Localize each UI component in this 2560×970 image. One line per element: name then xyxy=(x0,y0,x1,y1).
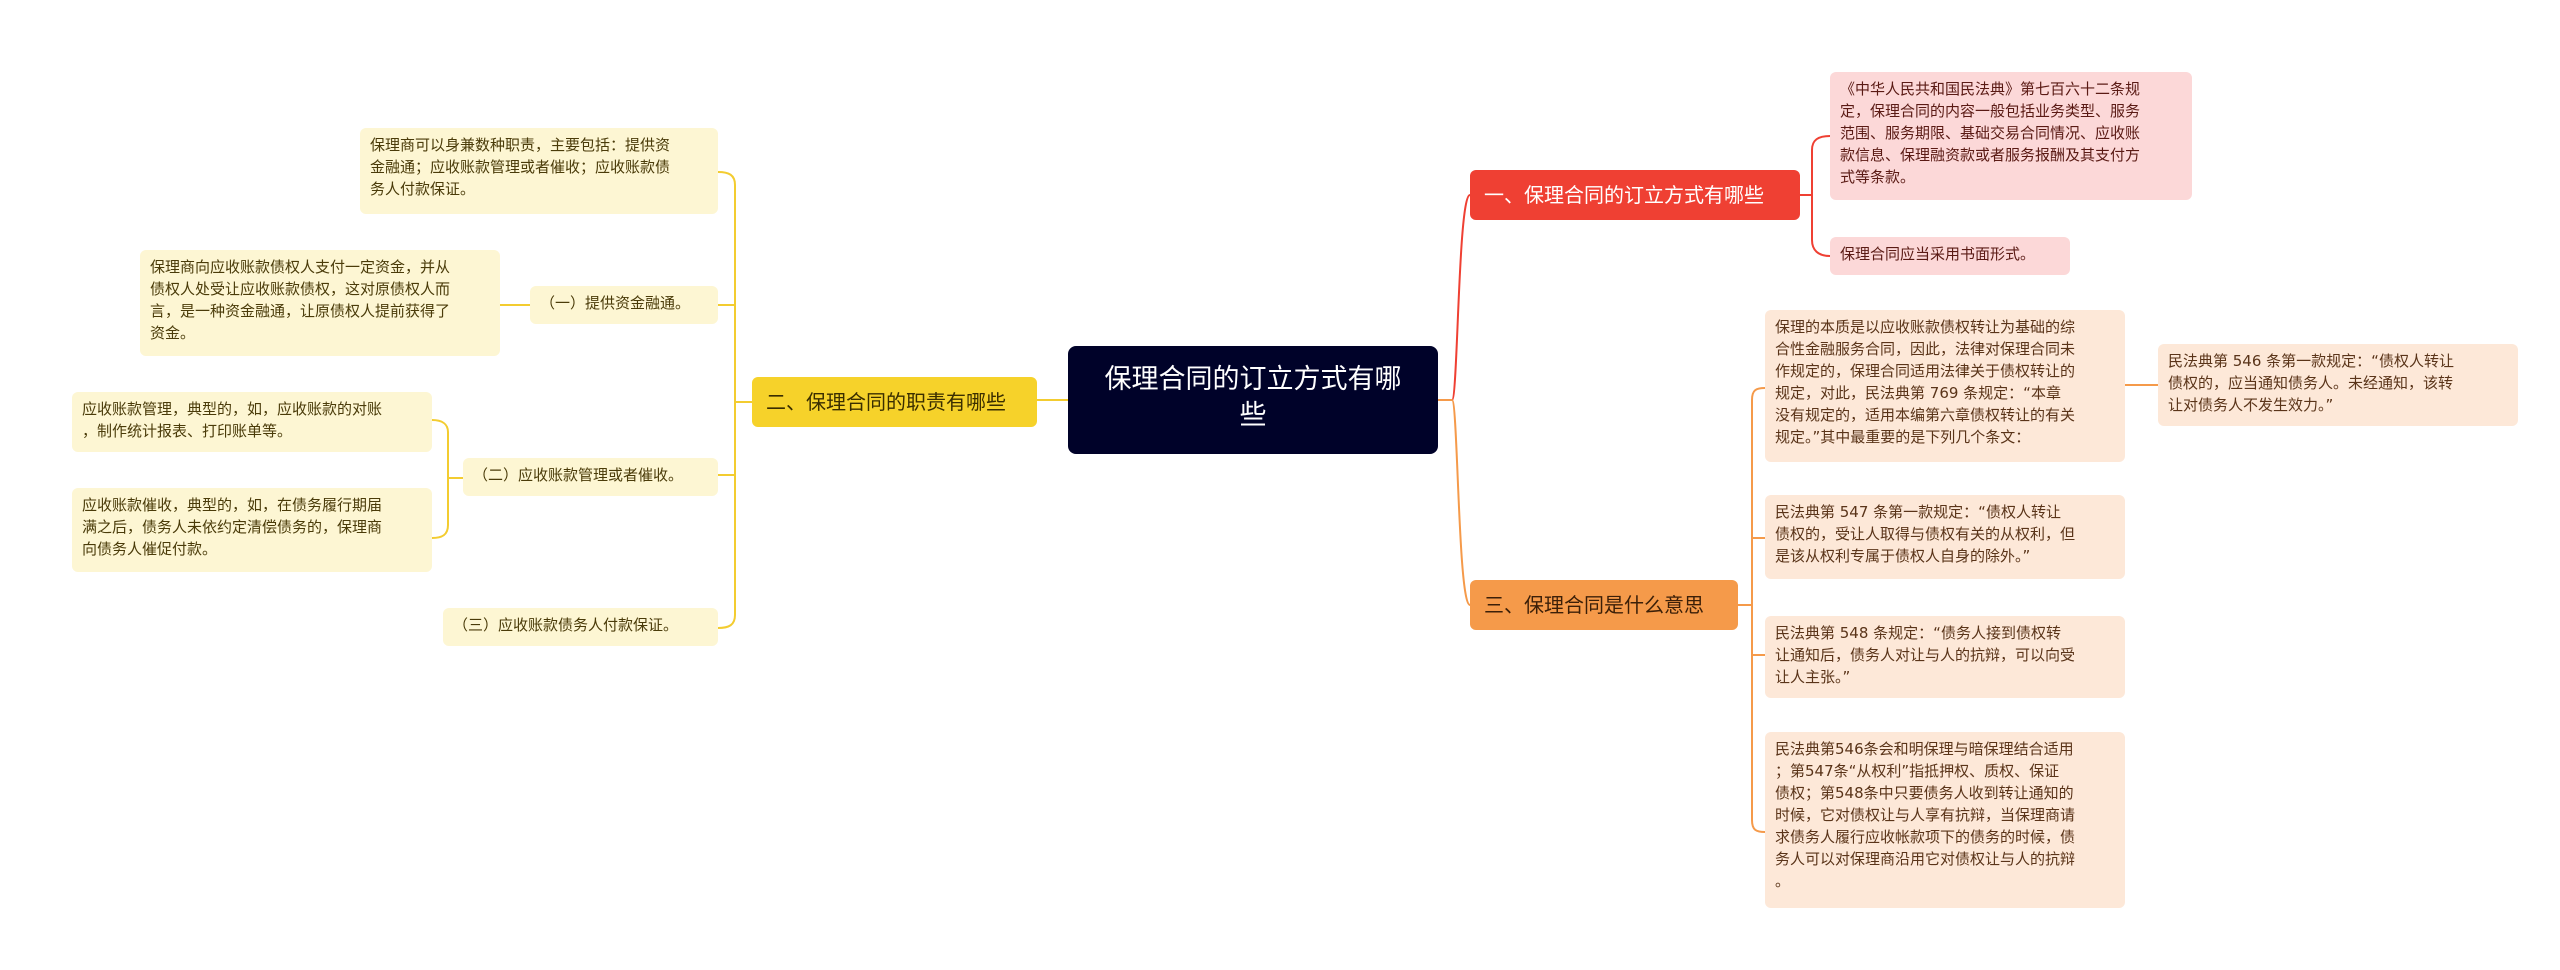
leaf-written-form[interactable]: 保理合同应当采用书面形式。 xyxy=(1830,237,2070,275)
link-root-branch1 xyxy=(1438,194,1471,401)
leaf-sub1-financing[interactable]: （一）提供资金融通。 xyxy=(530,286,718,324)
leaf-sub2-management[interactable]: （二）应收账款管理或者催收。 xyxy=(463,458,718,496)
leaf-civil-code-547[interactable]: 民法典第 547 条第一款规定：“债权人转让 债权的，受让人取得与债权有关的从权… xyxy=(1765,495,2125,579)
leaf-sub1-detail[interactable]: 保理商向应收账款债权人支付一定资金，并从 债权人处受让应收账款债权，这对原债权人… xyxy=(140,250,500,356)
branch-duties[interactable]: 二、保理合同的职责有哪些 xyxy=(752,377,1037,427)
link-branch2-items xyxy=(717,171,752,629)
leaf-duties-intro[interactable]: 保理商可以身兼数种职责，主要包括：提供资 金融通；应收账款管理或者催收；应收账款… xyxy=(360,128,718,214)
link-sub2-details xyxy=(431,419,463,539)
leaf-articles-application[interactable]: 民法典第546条会和明保理与暗保理结合适用 ；第547条“从权利”指抵押权、质权… xyxy=(1765,732,2125,908)
leaf-civil-code-546[interactable]: 民法典第 546 条第一款规定：“债权人转让 债权的，应当通知债务人。未经通知，… xyxy=(2158,344,2518,426)
link-branch3-items xyxy=(1738,387,1766,833)
leaf-meaning-essence[interactable]: 保理的本质是以应收账款债权转让为基础的综 合性金融服务合同，因此，法律对保理合同… xyxy=(1765,310,2125,462)
branch-formation-methods[interactable]: 一、保理合同的订立方式有哪些 xyxy=(1470,170,1800,220)
leaf-civil-code-548[interactable]: 民法典第 548 条规定：“债务人接到债权转 让通知后，债务人对让与人的抗辩，可… xyxy=(1765,616,2125,698)
leaf-sub3-guarantee[interactable]: （三）应收账款债务人付款保证。 xyxy=(443,608,718,646)
leaf-civil-code-762[interactable]: 《中华人民共和国民法典》第七百六十二条规 定，保理合同的内容一般包括业务类型、服… xyxy=(1830,72,2192,200)
leaf-sub2-detail-collection[interactable]: 应收账款催收，典型的，如，在债务履行期届 满之后，债务人未依约定清偿债务的，保理… xyxy=(72,488,432,572)
leaf-sub2-detail-management[interactable]: 应收账款管理，典型的，如，应收账款的对账 ，制作统计报表、打印账单等。 xyxy=(72,392,432,452)
branch-meaning[interactable]: 三、保理合同是什么意思 xyxy=(1470,580,1738,630)
link-root-branch3 xyxy=(1438,399,1471,606)
link-branch1-items xyxy=(1800,135,1831,257)
central-topic[interactable]: 保理合同的订立方式有哪 些 xyxy=(1068,346,1438,454)
